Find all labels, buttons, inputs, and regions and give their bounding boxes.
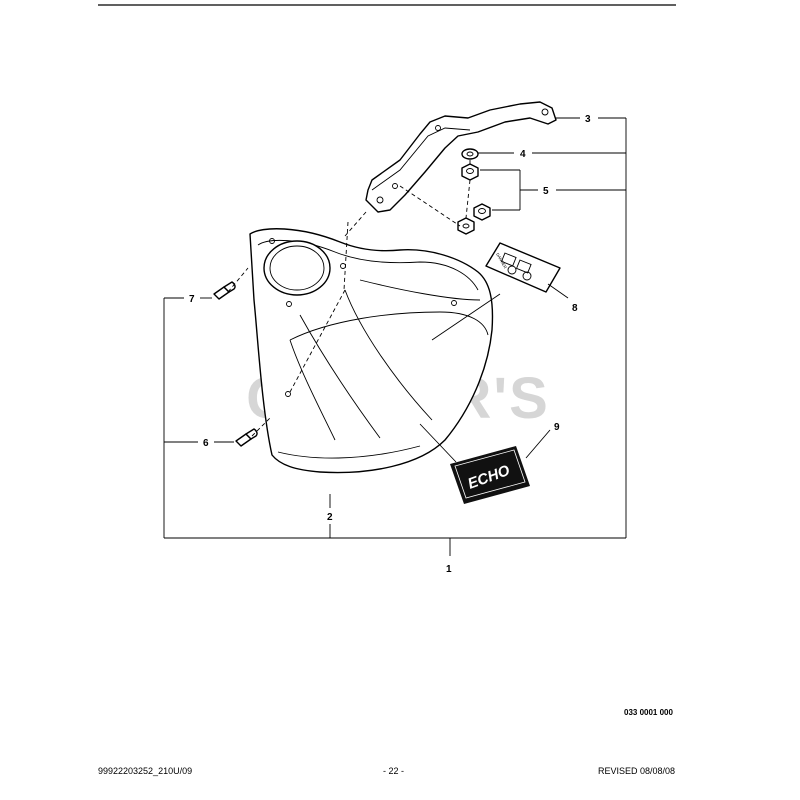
mounting-bracket: [365, 101, 557, 213]
leader-lines: [163, 117, 627, 556]
echo-logo-decal: ECHO: [450, 446, 530, 504]
footer-center: - 22 -: [383, 766, 405, 776]
callout-9: 9: [554, 422, 560, 433]
nut-part-upper: [461, 163, 479, 181]
danger-decal: DANGER: [485, 242, 561, 293]
bolt-part-7: [213, 281, 236, 300]
guard-shield: [249, 228, 494, 474]
bolt-part-6: [235, 428, 258, 447]
nut-part-lower: [473, 203, 491, 221]
callout-labels: 1 2 3 4 5 6 7 8 9: [189, 114, 591, 575]
footer-left: 99922203252_210U/09: [98, 766, 193, 776]
washer-part: [461, 148, 479, 160]
callout-6: 6: [203, 438, 209, 449]
callout-4: 4: [520, 149, 526, 160]
callout-1: 1: [446, 564, 452, 575]
washer-part-lower: [457, 217, 475, 235]
callout-3: 3: [585, 114, 591, 125]
callout-7: 7: [189, 294, 195, 305]
callout-2: 2: [327, 512, 333, 523]
figure-number: 033 0001 000: [624, 708, 673, 717]
callout-5: 5: [543, 186, 549, 197]
callout-8: 8: [572, 303, 578, 314]
footer-right: REVISED 08/08/08: [598, 766, 676, 776]
